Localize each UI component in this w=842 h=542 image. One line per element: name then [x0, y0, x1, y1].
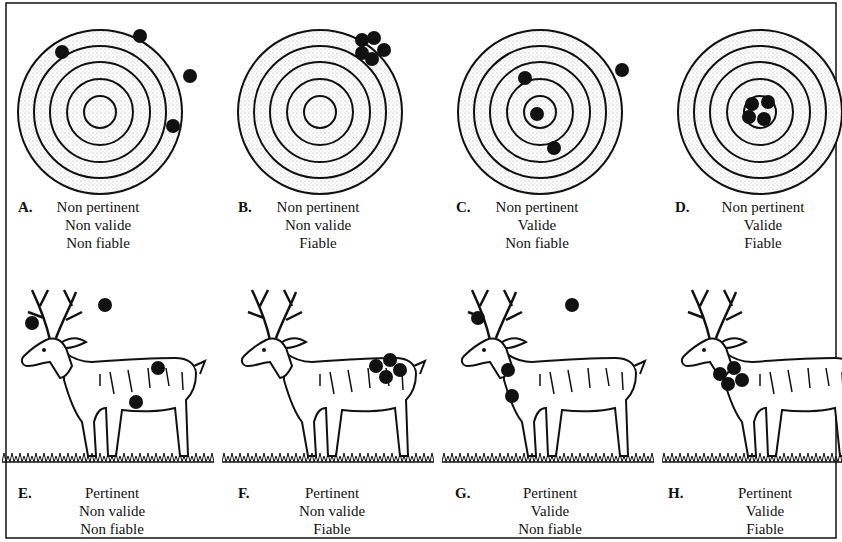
- panel-letter: H.: [668, 484, 683, 502]
- target: [238, 30, 402, 194]
- panel-letter: E.: [18, 484, 32, 502]
- caption-line: Non valide: [299, 502, 365, 520]
- caption-line: Valide: [531, 502, 569, 520]
- deer: [662, 290, 842, 462]
- caption-line: Non pertinent: [57, 198, 140, 216]
- target: [678, 30, 842, 194]
- target: [458, 30, 622, 194]
- deer: [222, 290, 434, 462]
- caption-line: Non valide: [285, 216, 351, 234]
- caption-line: Non pertinent: [496, 198, 579, 216]
- panel-letter: D.: [675, 198, 690, 216]
- caption-line: Valide: [746, 502, 784, 520]
- caption-line: Non valide: [79, 502, 145, 520]
- caption-line: Non fiable: [66, 234, 130, 252]
- caption-line: Non fiable: [505, 234, 569, 252]
- caption-line: Non valide: [65, 216, 131, 234]
- caption-line: Non pertinent: [277, 198, 360, 216]
- shot-dots: [25, 298, 749, 409]
- caption-line: Pertinent: [523, 484, 577, 502]
- panel-letter: G.: [455, 484, 470, 502]
- panel-letter: F.: [238, 484, 250, 502]
- caption-line: Pertinent: [85, 484, 139, 502]
- caption-line: Fiable: [299, 234, 337, 252]
- caption-line: Valide: [518, 216, 556, 234]
- panel-letter: A.: [18, 198, 33, 216]
- caption-line: Non fiable: [518, 520, 582, 538]
- caption-line: Fiable: [313, 520, 351, 538]
- shot-dots: [55, 29, 775, 155]
- deer: [2, 290, 214, 462]
- caption-line: Non pertinent: [722, 198, 805, 216]
- caption-line: Fiable: [746, 520, 784, 538]
- caption-line: Valide: [744, 216, 782, 234]
- panel-letter: C.: [456, 198, 471, 216]
- caption-line: Fiable: [744, 234, 782, 252]
- caption-line: Pertinent: [738, 484, 792, 502]
- caption-line: Pertinent: [305, 484, 359, 502]
- caption-line: Non fiable: [80, 520, 144, 538]
- target: [18, 30, 182, 194]
- panel-letter: B.: [238, 198, 252, 216]
- deer: [442, 290, 654, 462]
